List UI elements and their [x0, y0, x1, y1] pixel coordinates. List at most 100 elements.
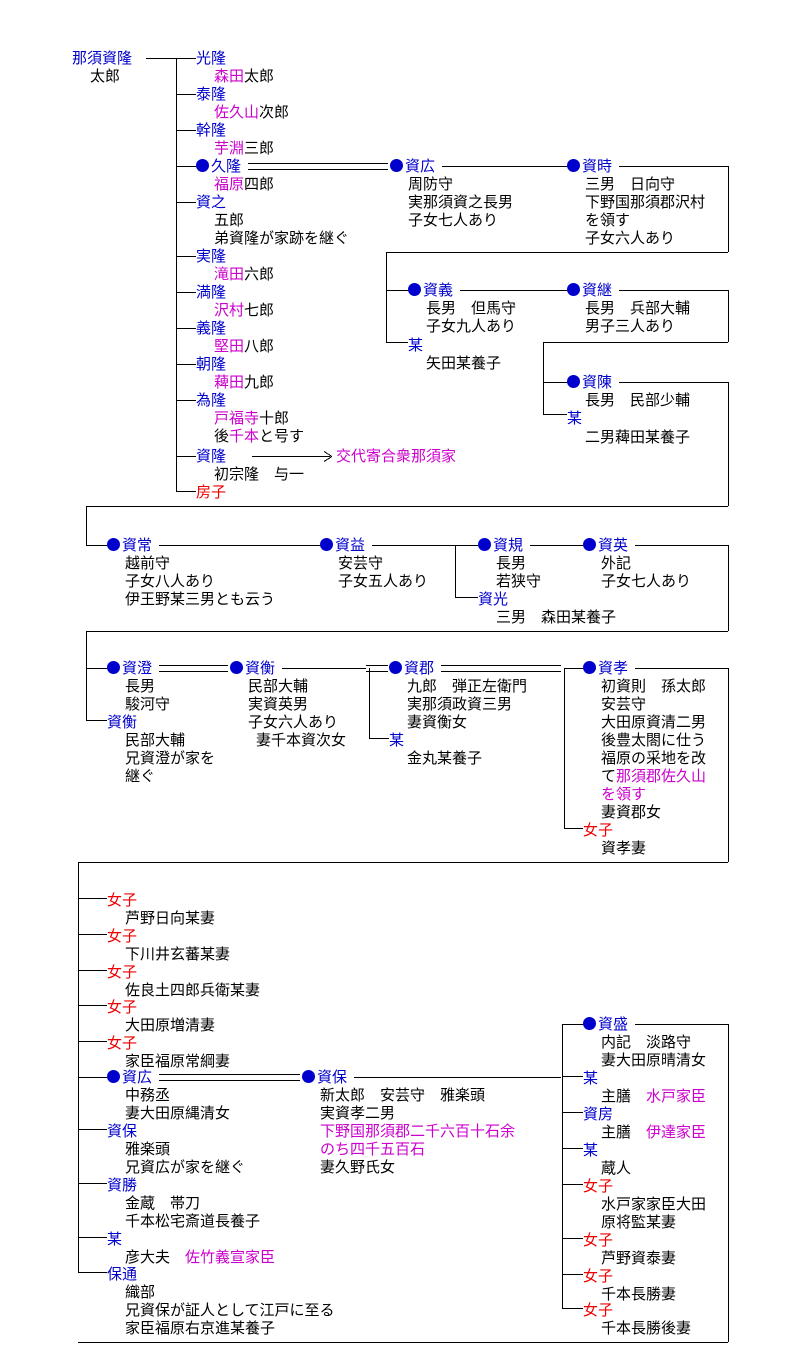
person-name: 朝隆: [196, 355, 227, 373]
tree-entry: 初資則 孫太郎: [601, 677, 706, 695]
person-name: 資保: [107, 1122, 138, 1140]
note-text: て: [601, 767, 617, 785]
note-text: 主膳: [601, 1087, 647, 1105]
tree-entry: 金丸某養子: [407, 749, 482, 767]
note-text: 男子三人あり: [585, 317, 676, 335]
note-text: 矢田某養子: [426, 354, 502, 372]
note-text: 中務丞: [125, 1086, 171, 1104]
note-text: 福原の采地を改: [601, 749, 707, 767]
note-text: 資孝妻: [601, 839, 647, 857]
person-name: 資陳: [582, 373, 613, 391]
tree-entry: 兄資澄が家を: [125, 749, 215, 767]
tree-entry: 妻千本資次女: [256, 731, 346, 749]
tree-entry: 交代寄合衆那須家: [336, 447, 456, 465]
tree-entry: 長男: [496, 554, 526, 572]
lineage-dot-icon: [567, 159, 580, 172]
tree-entry: 朝隆: [196, 355, 226, 373]
note-text: 長男: [125, 677, 156, 695]
person-name: 保通: [107, 1265, 138, 1283]
place-name: 千本: [229, 427, 260, 445]
tree-entry: 下野国那須郡二千六百十石余: [320, 1122, 515, 1140]
note-text: 実資孝二男: [320, 1104, 396, 1122]
person-name: 資盛: [598, 1015, 629, 1033]
lineage-dot-icon: [567, 375, 580, 388]
person-name: 資勝: [107, 1176, 138, 1194]
note-text: 兄資広が家を継ぐ: [125, 1158, 246, 1176]
person-name: 幹隆: [196, 121, 227, 139]
lineage-dot-icon: [583, 538, 596, 551]
tree-entry: 千本長勝妻: [601, 1285, 676, 1303]
person-name: 資房: [583, 1105, 614, 1123]
note-text: 後豊太閤に仕う: [601, 731, 707, 749]
lineage-member: 資陳: [567, 373, 612, 391]
tree-entry: 継ぐ: [125, 767, 155, 785]
tree-entry: 子女六人あり: [248, 713, 338, 731]
tree-entry: 実隆: [196, 247, 226, 265]
person-name: 資広: [405, 157, 436, 175]
tree-entry: 子女六人あり: [585, 229, 675, 247]
place-name: 福原: [214, 175, 245, 193]
note-text: 金蔵 帯刀: [125, 1194, 201, 1212]
tree-entry: 下野国那須郡沢村: [585, 193, 705, 211]
place-name: 堅田: [214, 337, 245, 355]
note-text: 若狭守: [496, 572, 542, 590]
tree-entry: 幹隆: [196, 121, 226, 139]
person-name: 某: [389, 731, 405, 749]
place-name: 滝田: [214, 265, 245, 283]
tree-entry: のち四千五百石: [320, 1140, 425, 1158]
note-text: 長男 但馬守: [426, 299, 517, 317]
place-name: 佐竹義宣家臣: [185, 1248, 276, 1266]
lineage-member: 資盛: [583, 1015, 628, 1033]
tree-entry: 某: [107, 1230, 122, 1248]
note-text: 子女六人あり: [585, 229, 676, 247]
note-text: 妻千本資次女: [256, 731, 347, 749]
place-name: のち四千五百石: [320, 1140, 426, 1158]
person-name: 資英: [598, 536, 629, 554]
note-text: 子女七人あり: [408, 211, 499, 229]
tree-entry: 矢田某養子: [426, 354, 501, 372]
tree-entry: 佐良土四郎兵衛某妻: [125, 981, 260, 999]
tree-entry: 男子三人あり: [585, 317, 675, 335]
person-name: 資時: [582, 157, 613, 175]
note-text: 原将監某妻: [601, 1213, 677, 1231]
tree-entry: 彦大夫 佐竹義宣家臣: [125, 1248, 275, 1266]
lineage-member: 資衡: [230, 659, 275, 677]
tree-entry: 兄資広が家を継ぐ: [125, 1158, 245, 1176]
note-text: と号す: [259, 427, 305, 445]
note-text: 後: [214, 427, 230, 445]
lineage-member: 資保: [302, 1068, 347, 1086]
female-name: 女子: [107, 1034, 138, 1052]
tree-entry: 水戸家家臣大田: [601, 1195, 706, 1213]
person-name: 資益: [335, 536, 366, 554]
tree-entry: 某: [567, 409, 582, 427]
person-name: 資義: [423, 281, 454, 299]
tree-entry: 資房: [583, 1105, 613, 1123]
tree-entry: て那須郡佐久山: [601, 767, 706, 785]
person-name: 久隆: [211, 157, 242, 175]
lineage-member: 資孝: [583, 659, 628, 677]
tree-entry: 女子: [583, 1177, 613, 1195]
note-text: 新太郎 安芸守 雅楽頭: [320, 1086, 486, 1104]
lineage-member: 資継: [567, 281, 612, 299]
note-text: 家臣福原右京進某養子: [125, 1319, 276, 1337]
tree-entry: 越前守: [125, 554, 170, 572]
tree-entry: 九郎 弾正左衛門: [407, 677, 527, 695]
note-text: 周防守: [408, 175, 454, 193]
tree-entry: 女子: [107, 1034, 137, 1052]
tree-entry: 安芸守: [338, 554, 383, 572]
person-name: 資澄: [122, 659, 153, 677]
note-text: 下野国那須郡沢村: [585, 193, 706, 211]
note-text: 子女六人あり: [248, 713, 339, 731]
note-text: 初資則 孫太郎: [601, 677, 707, 695]
tree-entry: 外記: [601, 554, 631, 572]
tree-entry: 内記 淡路守: [601, 1033, 691, 1051]
lineage-member: 資規: [478, 536, 523, 554]
person-name: 資隆: [196, 447, 227, 465]
tree-entry: 民部大輔: [248, 677, 308, 695]
lineage-dot-icon: [583, 1017, 596, 1030]
note-text: 駿河守: [125, 695, 171, 713]
person-name: 那須資隆: [72, 49, 133, 67]
note-text: 長男: [496, 554, 527, 572]
tree-entry: 女子: [107, 963, 137, 981]
tree-entry: 妻大田原晴清女: [601, 1051, 706, 1069]
